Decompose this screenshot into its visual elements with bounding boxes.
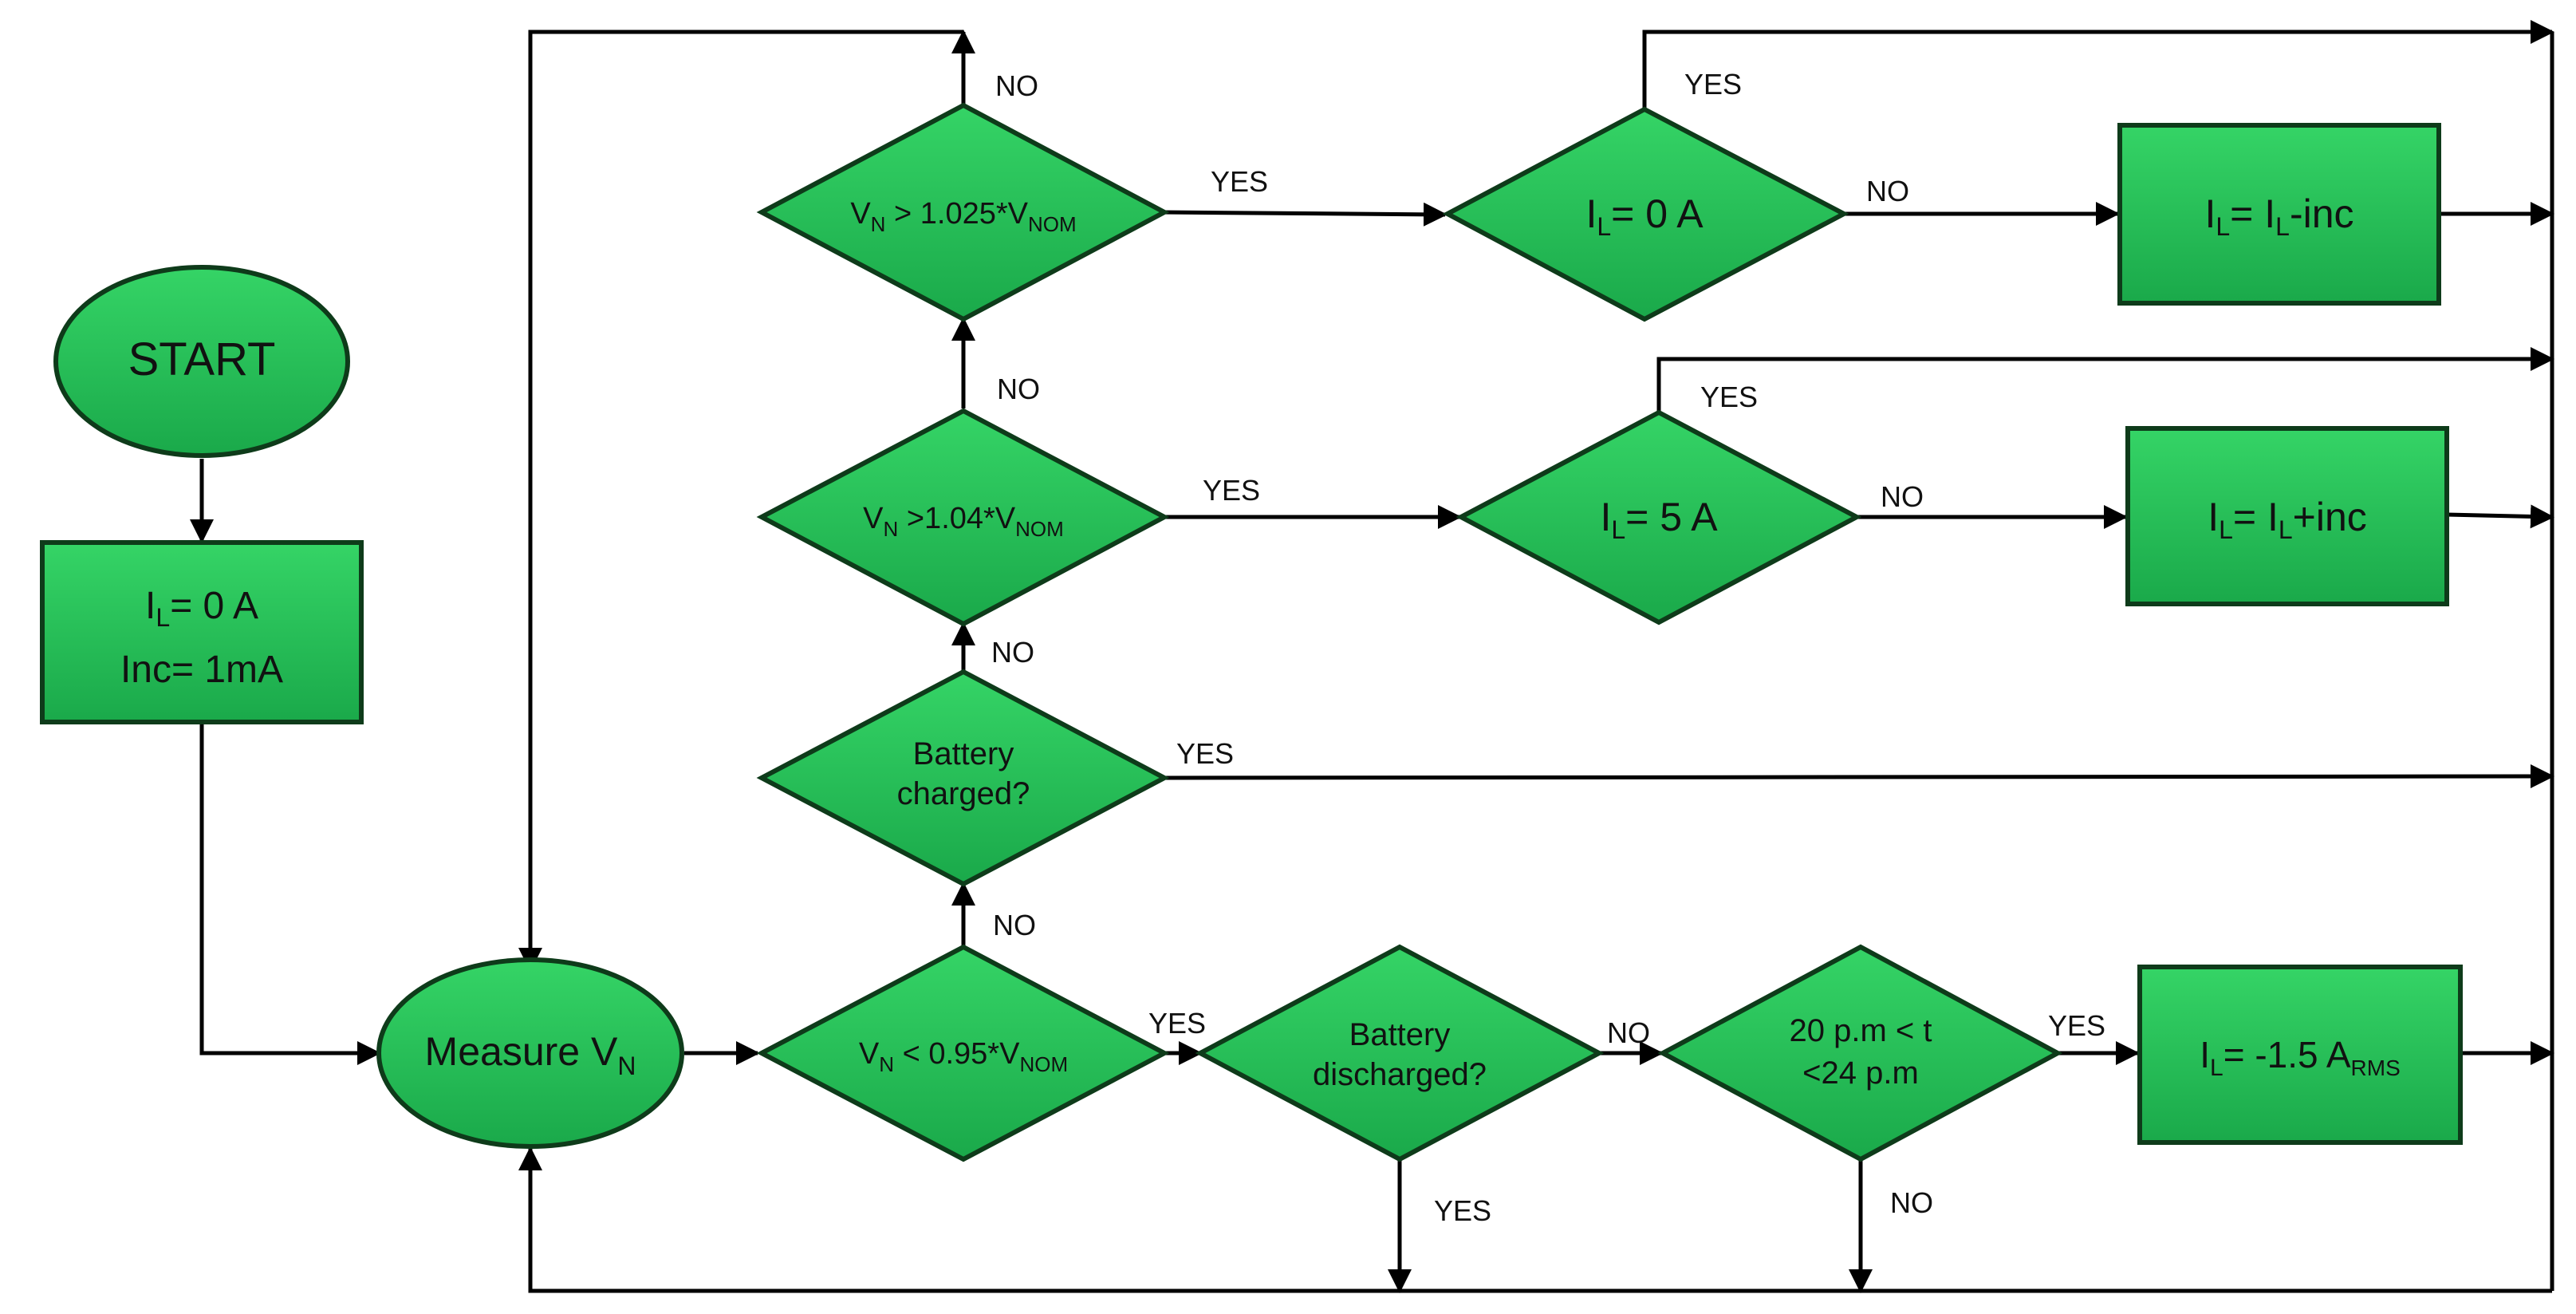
process-decrement-label: IL= IL-inc [2204, 191, 2353, 241]
process-negative-current-label: IL= -1.5 ARMS [2200, 1034, 2401, 1081]
edge-init-to-measure [199, 722, 381, 1065]
start-node: START [53, 265, 350, 458]
time-line2: <24 p.m [1802, 1056, 1919, 1091]
init-line1: IL= 0 A [145, 585, 258, 632]
decision-v-095: VN < 0.95*VNOM [756, 944, 1170, 1162]
label-yes-il5: YES [1700, 381, 1758, 413]
edge-charged-yes [1160, 764, 2554, 789]
label-yes-104: YES [1203, 474, 1260, 507]
measure-label: Measure VN [425, 1029, 636, 1080]
label-yes-charged: YES [1176, 737, 1234, 770]
decision-v-104: VN >1.04*VNOM [756, 408, 1170, 627]
decision-il-5: IL= 5 A [1455, 409, 1862, 625]
label-no-095: NO [993, 909, 1036, 941]
decision-il-0-label: IL= 0 A [1585, 191, 1704, 241]
connectors [190, 20, 2554, 1293]
label-no-charged: NO [991, 636, 1034, 669]
edge-v1025-yes [1160, 202, 1448, 227]
process-increment-label: IL= IL+inc [2208, 495, 2367, 544]
decision-battery-charged: Battery charged? [756, 669, 1170, 887]
init-line2: Inc= 1mA [120, 649, 283, 691]
decision-il-5-label: IL= 5 A [1600, 495, 1718, 544]
decision-v-104-label: VN >1.04*VNOM [863, 502, 1064, 541]
label-no-104: NO [997, 373, 1040, 405]
battery-discharged-line2: discharged? [1313, 1057, 1487, 1092]
decision-v-095-label: VN < 0.95*VNOM [859, 1037, 1068, 1076]
label-no-discharged: NO [1607, 1016, 1650, 1049]
label-yes-il0: YES [1684, 68, 1742, 101]
decision-time: 20 p.m < t <24 p.m [1657, 944, 2063, 1162]
label-yes-discharged: YES [1434, 1194, 1491, 1227]
label-no-top: NO [995, 69, 1038, 102]
measure-node: Measure VN [376, 957, 684, 1149]
edge-inc-out [2446, 504, 2554, 529]
edge-il5-yes [1656, 347, 2554, 411]
init-node: IL= 0 A Inc= 1mA [40, 540, 364, 724]
label-yes-1025: YES [1211, 165, 1268, 198]
decision-v-1025-label: VN > 1.025*VNOM [850, 197, 1076, 236]
decision-il-0: IL= 0 A [1442, 106, 1849, 322]
decision-v-1025: VN > 1.025*VNOM [756, 102, 1170, 322]
edge-top-loop [518, 30, 963, 972]
label-yes-time: YES [2048, 1009, 2105, 1042]
label-no-il5: NO [1881, 480, 1924, 513]
edge-bottom-return [518, 1146, 2552, 1293]
process-decrement: IL= IL-inc [2117, 123, 2441, 306]
label-yes-095: YES [1148, 1007, 1206, 1040]
battery-charged-line1: Battery [913, 736, 1014, 771]
decision-battery-discharged: Battery discharged? [1195, 944, 1605, 1162]
start-label: START [128, 333, 276, 385]
label-no-time: NO [1890, 1186, 1933, 1219]
edge-il0-yes [1642, 20, 2554, 108]
battery-charged-line2: charged? [897, 776, 1030, 811]
time-line1: 20 p.m < t [1790, 1013, 1932, 1048]
battery-discharged-line1: Battery [1349, 1017, 1451, 1052]
edge-labels: NO NO NO NO YES YES YES YES YES NO YES N… [991, 68, 2105, 1227]
process-increment: IL= IL+inc [2125, 426, 2449, 606]
process-negative-current: IL= -1.5 ARMS [2137, 965, 2463, 1145]
nodes: START IL= 0 A Inc= 1mA Measure VN VN > 1… [40, 102, 2463, 1162]
label-no-il0: NO [1866, 175, 1909, 207]
